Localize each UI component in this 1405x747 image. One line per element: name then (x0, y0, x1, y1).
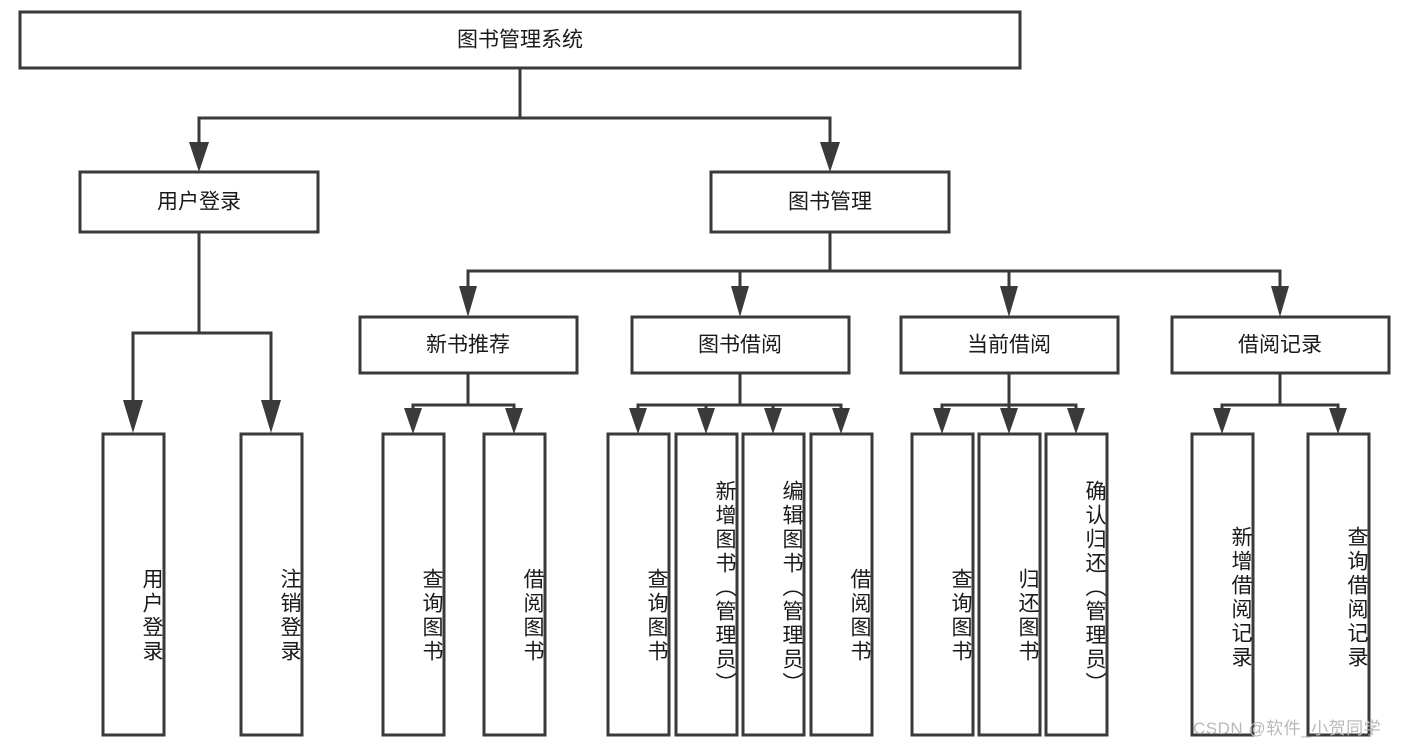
arrow-bb-child-1 (629, 408, 647, 434)
arrow-br-child-2 (1329, 408, 1347, 434)
node-current-borrow[interactable]: 当前借阅 (899, 315, 1120, 375)
arrow-user-login-child-2 (261, 400, 281, 433)
arrow-cb-child-2 (1000, 408, 1018, 434)
node-current-borrow-box[interactable] (899, 315, 1120, 375)
arrow-bb-child-3 (764, 408, 782, 434)
leaf-box-query-book-1[interactable] (381, 432, 446, 737)
node-borrow-record-label: 借阅记录 (1238, 334, 1322, 357)
connector-group-book-borrow (629, 371, 850, 434)
arrow-bm-child-3 (1000, 286, 1018, 317)
node-user-login[interactable]: 用户登录 (78, 170, 320, 234)
arrow-bm-child-1 (459, 286, 477, 317)
leaf-box-query-book-3[interactable] (910, 432, 975, 737)
node-user-login-label: 用户登录 (157, 191, 241, 214)
arrow-nbr-child-2 (505, 408, 523, 434)
arrow-root-to-book-management (820, 142, 840, 172)
arrow-root-to-user-login (189, 142, 209, 172)
leaf-box-logout-login[interactable] (239, 432, 304, 737)
node-borrow-record-box[interactable] (1170, 315, 1391, 375)
connector-group-book-management (459, 230, 1289, 317)
node-current-borrow-label: 当前借阅 (967, 334, 1051, 357)
arrow-br-child-1 (1213, 408, 1231, 434)
node-book-management[interactable]: 图书管理 (709, 170, 951, 234)
leaf-box-query-book-2[interactable] (606, 432, 671, 737)
node-user-login-box[interactable] (78, 170, 320, 234)
watermark-text: CSDN @软件_小贺同学 (1193, 719, 1382, 738)
connector-group-new-book-recommend (404, 371, 523, 434)
arrow-nbr-child-1 (404, 408, 422, 434)
leaf-box-query-record[interactable] (1306, 432, 1371, 737)
leaf-box-return-book[interactable] (977, 432, 1042, 737)
arrow-bm-child-2 (731, 286, 749, 317)
node-new-book-recommend-label: 新书推荐 (426, 334, 510, 357)
arrow-cb-child-1 (933, 408, 951, 434)
node-book-management-box[interactable] (709, 170, 951, 234)
node-book-borrow-label: 图书借阅 (698, 334, 782, 357)
node-root[interactable]: 图书管理系统 (18, 10, 1022, 70)
arrow-bb-child-4 (832, 408, 850, 434)
node-new-book-recommend-box[interactable] (358, 315, 579, 375)
arrow-cb-child-3 (1067, 408, 1085, 434)
connector-group-root (189, 66, 840, 172)
connector-group-borrow-record (1213, 371, 1347, 434)
leaf-box-borrow-book-2[interactable] (809, 432, 874, 737)
leaf-box-add-book[interactable] (674, 432, 739, 737)
leaf-box-user-login[interactable] (101, 432, 166, 737)
arrow-user-login-child-1 (123, 400, 143, 433)
arrow-bm-child-4 (1271, 286, 1289, 317)
node-book-borrow[interactable]: 图书借阅 (630, 315, 851, 375)
arrow-bb-child-2 (697, 408, 715, 434)
node-new-book-recommend[interactable]: 新书推荐 (358, 315, 579, 375)
connector-group-user-login (123, 230, 281, 433)
leaf-box-confirm-return[interactable] (1044, 432, 1109, 737)
node-book-borrow-box[interactable] (630, 315, 851, 375)
node-book-management-label: 图书管理 (788, 191, 872, 214)
node-root-box[interactable] (18, 10, 1022, 70)
leaf-box-edit-book[interactable] (741, 432, 806, 737)
leaf-box-borrow-book-1[interactable] (482, 432, 547, 737)
connector-group-current-borrow (933, 371, 1085, 434)
node-borrow-record[interactable]: 借阅记录 (1170, 315, 1391, 375)
node-root-label: 图书管理系统 (457, 29, 583, 52)
leaf-box-add-record[interactable] (1190, 432, 1255, 737)
